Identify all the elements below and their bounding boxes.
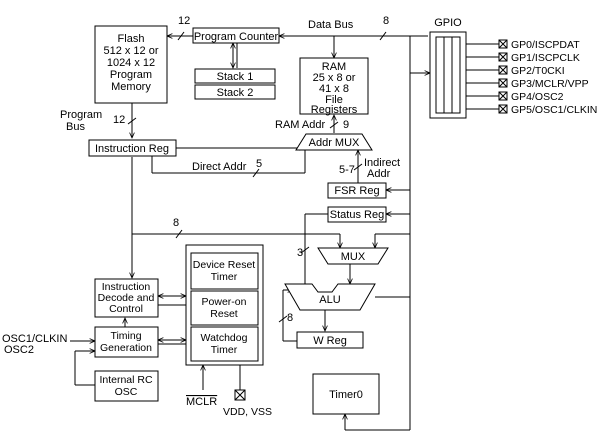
ram-file-registers: RAM 25 x 8 or 41 x 8 File Registers [299, 57, 369, 116]
flash-line-3: 1024 x 12 [107, 57, 155, 69]
ram-line-4: File [325, 94, 343, 106]
gpio-pins: GP0/ISCPDAT GP1/ISCPCLK GP2/T0CKI GP3/MC… [498, 39, 597, 116]
mclr-label: MCLR [186, 396, 217, 408]
ram-line-2: 25 x 8 or [313, 72, 356, 84]
width-indirect-addr: 5-7 [339, 164, 355, 176]
direct-addr-label: Direct Addr [192, 161, 247, 173]
flash-line-2: 512 x 12 or [103, 45, 158, 57]
width-direct-addr: 5 [256, 158, 262, 170]
vdd-vss-pin [234, 389, 246, 401]
gpio-block: GPIO [429, 17, 467, 119]
program-bus-label-2: Bus [66, 121, 85, 133]
drt-line-1: Device Reset [193, 259, 256, 271]
flash-line-5: Memory [111, 81, 151, 93]
data-bus-label: Data Bus [308, 19, 354, 31]
flash-line-4: Program [110, 69, 152, 81]
vdd-vss-label: VDD, VSS [223, 406, 272, 418]
osc1-label: OSC1/CLKIN [2, 333, 67, 345]
timer0-label: Timer0 [329, 389, 363, 401]
gpio-pin-5-label: GP5/OSC1/CLKIN [511, 104, 597, 116]
decode-line-3: Control [109, 303, 143, 315]
por-line-2: Reset [210, 308, 238, 320]
status-reg: Status Reg [327, 206, 387, 223]
width-instr-mux: 8 [173, 217, 179, 229]
flash-program-memory: Flash 512 x 12 or 1024 x 12 Program Memo… [94, 25, 168, 104]
flash-line-1: Flash [118, 33, 145, 45]
program-counter: Program Counter [192, 27, 280, 44]
wdt-line-1: Watchdog [201, 332, 248, 344]
ram-addr-label: RAM Addr [275, 119, 325, 131]
program-counter-label: Program Counter [194, 31, 279, 43]
gpio-pin-5: GP5/OSC1/CLKIN [498, 104, 597, 116]
instruction-reg-label: Instruction Reg [95, 143, 169, 155]
gpio-pin-3: GP3/MCLR/VPP [498, 78, 589, 90]
timing-generation: Timing Generation [94, 326, 159, 358]
bus-lines [70, 31, 499, 431]
gpio-pin-0: GP0/ISCPDAT [498, 39, 580, 51]
alu-label: ALU [319, 294, 340, 306]
program-bus-label-1: Program [60, 109, 102, 121]
diagram-labels: Data Bus Program Bus Direct Addr Indirec… [2, 19, 400, 418]
gpio-pin-4-label: GP4/OSC2 [511, 91, 564, 103]
gpio-pin-2-label: GP2/T0CKI [511, 65, 565, 77]
width-status-mux: 3 [297, 247, 303, 259]
gpio-pin-3-label: GP3/MCLR/VPP [511, 78, 589, 90]
w-reg: W Reg [296, 331, 364, 349]
status-reg-label: Status Reg [330, 209, 384, 221]
gpio-pin-0-label: GP0/ISCPDAT [511, 39, 580, 51]
ram-line-3: 41 x 8 [319, 83, 349, 95]
stack2-label: Stack 2 [217, 87, 254, 99]
stack1-label: Stack 1 [217, 71, 254, 83]
rc-line-2: OSC [115, 386, 138, 398]
w-reg-label: W Reg [313, 335, 347, 347]
gpio-pin-1: GP1/ISCPCLK [498, 52, 580, 64]
gpio-title: GPIO [434, 17, 462, 29]
reset-group: Device Reset Timer Power-on Reset Watchd… [185, 244, 264, 366]
width-ram-addr: 9 [343, 119, 349, 131]
timer0: Timer0 [312, 373, 380, 415]
width-program-bus: 12 [113, 114, 125, 126]
instruction-reg: Instruction Reg [88, 139, 177, 157]
width-pc-flash: 12 [178, 15, 190, 27]
decode-line-2: Decode and [98, 292, 155, 304]
mux: MUX [317, 247, 389, 265]
mux-label: MUX [341, 251, 366, 263]
fsr-reg: FSR Reg [327, 182, 387, 199]
wdt-line-2: Timer [211, 344, 238, 356]
fsr-reg-label: FSR Reg [334, 185, 379, 197]
osc2-label: OSC2 [4, 344, 34, 356]
rc-line-1: Internal RC [99, 374, 153, 386]
alu: ALU [284, 283, 376, 311]
indirect-addr-label-2: Addr [367, 168, 391, 180]
por-line-1: Power-on [202, 296, 247, 308]
internal-rc-osc: Internal RC OSC [94, 370, 159, 402]
timing-line-1: Timing [110, 330, 141, 342]
ram-line-5: Registers [311, 104, 358, 116]
addr-mux: Addr MUX [295, 133, 373, 151]
gpio-pin-2: GP2/T0CKI [498, 65, 565, 77]
stack: Stack 1 Stack 2 [194, 68, 276, 100]
gpio-pin-4: GP4/OSC2 [498, 91, 564, 103]
decode-line-1: Instruction [102, 281, 151, 293]
addr-mux-label: Addr MUX [309, 137, 360, 149]
gpio-pin-1-label: GP1/ISCPCLK [511, 52, 580, 64]
bus-width-labels: 12 8 12 5 9 5-7 8 3 8 [113, 15, 389, 324]
instruction-decode-control: Instruction Decode and Control [94, 278, 159, 318]
timing-line-2: Generation [100, 342, 152, 354]
drt-line-2: Timer [211, 271, 238, 283]
width-data-bus: 8 [383, 15, 389, 27]
ram-line-1: RAM [322, 61, 346, 73]
indirect-addr-label-1: Indirect [364, 157, 400, 169]
width-w-loop: 8 [287, 312, 293, 324]
